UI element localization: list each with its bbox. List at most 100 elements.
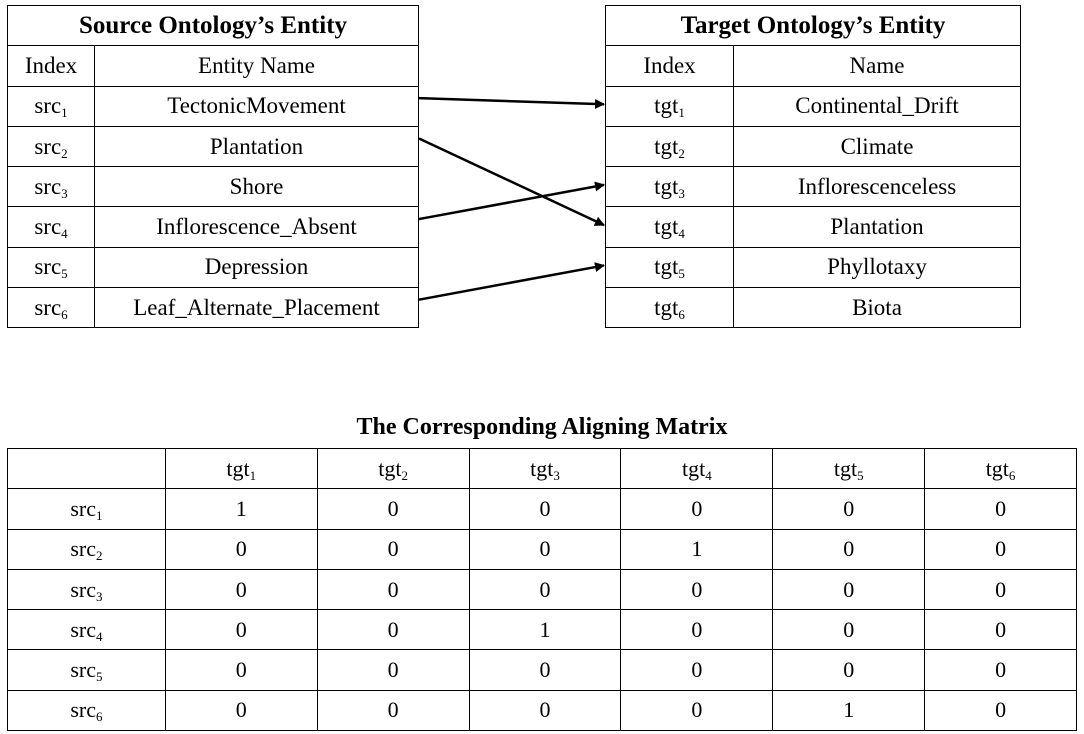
matrix-cell: 0 xyxy=(772,649,926,691)
target-name-header: Name xyxy=(733,45,1021,87)
matrix-col-header: tgt3 xyxy=(468,447,622,490)
matrix-cell: 0 xyxy=(164,649,318,691)
matrix-row: src2 0 0 0 1 0 0 xyxy=(7,528,1077,570)
target-name-cell: Plantation xyxy=(733,206,1021,248)
matrix-cell: 0 xyxy=(164,609,318,651)
matrix-cell: 0 xyxy=(164,528,318,570)
matrix-col-header: tgt6 xyxy=(924,447,1077,490)
matrix-cell: 0 xyxy=(924,568,1077,611)
target-index-cell: tgt2 xyxy=(605,125,734,168)
source-row: src2 Plantation xyxy=(7,125,419,168)
source-index-cell: src5 xyxy=(7,246,95,289)
target-index-cell: tgt5 xyxy=(605,246,734,289)
mapping-arrow xyxy=(418,181,605,221)
matrix-cell: 0 xyxy=(316,528,470,570)
matrix-cell: 1 xyxy=(772,689,926,732)
matrix-row: src6 0 0 0 0 1 0 xyxy=(7,689,1077,732)
matrix-cell: 0 xyxy=(468,649,622,691)
matrix-row: src3 0 0 0 0 0 0 xyxy=(7,568,1077,611)
source-table-title: Source Ontology’s Entity xyxy=(7,4,419,47)
matrix-cell: 1 xyxy=(620,528,774,570)
matrix-row-header: src6 xyxy=(7,689,166,732)
target-index-cell: tgt3 xyxy=(605,166,734,208)
matrix-cell: 0 xyxy=(164,568,318,611)
matrix-header-row: tgt1 tgt2 tgt3 tgt4 tgt5 tgt6 xyxy=(7,447,1077,490)
source-index-header: Index xyxy=(7,45,95,87)
matrix-cell: 0 xyxy=(620,689,774,732)
matrix-cell: 0 xyxy=(468,528,622,570)
target-index-cell: tgt6 xyxy=(605,287,734,329)
mapping-arrow xyxy=(418,262,605,301)
target-name-cell: Inflorescenceless xyxy=(733,166,1021,208)
source-index-cell: src6 xyxy=(7,287,95,329)
source-name-cell: Depression xyxy=(94,246,419,289)
matrix-row: src4 0 0 1 0 0 0 xyxy=(7,609,1077,651)
target-row: tgt3 Inflorescenceless xyxy=(605,166,1021,208)
target-table-title: Target Ontology’s Entity xyxy=(605,4,1021,47)
matrix-cell: 0 xyxy=(620,649,774,691)
target-name-cell: Phyllotaxy xyxy=(733,246,1021,289)
matrix-col-header: tgt2 xyxy=(316,447,470,490)
matrix-cell: 0 xyxy=(924,609,1077,651)
matrix-cell: 0 xyxy=(164,689,318,732)
source-index-cell: src3 xyxy=(7,166,95,208)
source-name-cell: Plantation xyxy=(94,125,419,168)
target-name-cell: Biota xyxy=(733,287,1021,329)
source-row: src5 Depression xyxy=(7,246,419,289)
matrix-cell: 0 xyxy=(316,649,470,691)
matrix-row-header: src1 xyxy=(7,488,166,530)
matrix-col-header: tgt1 xyxy=(164,447,318,490)
matrix-cell: 0 xyxy=(772,528,926,570)
matrix-corner-cell xyxy=(7,447,166,490)
target-row: tgt5 Phyllotaxy xyxy=(605,246,1021,289)
matrix-cell: 1 xyxy=(164,488,318,530)
source-index-cell: src4 xyxy=(7,206,95,248)
matrix-cell: 0 xyxy=(468,488,622,530)
source-row: src1 TectonicMovement xyxy=(7,85,419,127)
matrix-row-header: src5 xyxy=(7,649,166,691)
matrix-row-header: src2 xyxy=(7,528,166,570)
matrix-cell: 0 xyxy=(316,689,470,732)
source-name-cell: Inflorescence_Absent xyxy=(94,206,419,248)
target-index-header: Index xyxy=(605,45,734,87)
mapping-arrow xyxy=(418,137,605,227)
target-row: tgt4 Plantation xyxy=(605,206,1021,248)
matrix-cell: 0 xyxy=(620,568,774,611)
target-row: tgt2 Climate xyxy=(605,125,1021,168)
matrix-cell: 0 xyxy=(316,568,470,611)
target-entity-table: Target Ontology’s Entity Index Name tgt1… xyxy=(605,4,1021,329)
matrix-title: The Corresponding Aligning Matrix xyxy=(356,414,728,440)
matrix-cell: 0 xyxy=(468,568,622,611)
matrix-row-header: src4 xyxy=(7,609,166,651)
target-name-cell: Climate xyxy=(733,125,1021,168)
target-row: tgt1 Continental_Drift xyxy=(605,85,1021,127)
source-index-cell: src1 xyxy=(7,85,95,127)
matrix-cell: 1 xyxy=(468,609,622,651)
source-row: src6 Leaf_Alternate_Placement xyxy=(7,287,419,329)
source-entity-table: Source Ontology’s Entity Index Entity Na… xyxy=(7,4,419,329)
target-row: tgt6 Biota xyxy=(605,287,1021,329)
matrix-col-header: tgt5 xyxy=(772,447,926,490)
matrix-cell: 0 xyxy=(620,609,774,651)
source-row: src3 Shore xyxy=(7,166,419,208)
target-index-cell: tgt4 xyxy=(605,206,734,248)
matrix-cell: 0 xyxy=(316,488,470,530)
mapping-arrow xyxy=(418,96,605,109)
source-name-cell: TectonicMovement xyxy=(94,85,419,127)
matrix-cell: 0 xyxy=(316,609,470,651)
matrix-cell: 0 xyxy=(924,528,1077,570)
matrix-row: src1 1 0 0 0 0 0 xyxy=(7,488,1077,530)
source-name-header: Entity Name xyxy=(94,45,419,87)
source-name-cell: Leaf_Alternate_Placement xyxy=(94,287,419,329)
matrix-row-header: src3 xyxy=(7,568,166,611)
matrix-cell: 0 xyxy=(924,488,1077,530)
matrix-cell: 0 xyxy=(924,689,1077,732)
aligning-matrix-table: tgt1 tgt2 tgt3 tgt4 tgt5 tgt6 src1 1 0 0… xyxy=(7,447,1077,732)
matrix-cell: 0 xyxy=(924,649,1077,691)
matrix-cell: 0 xyxy=(772,488,926,530)
matrix-col-header: tgt4 xyxy=(620,447,774,490)
matrix-cell: 0 xyxy=(772,609,926,651)
matrix-row: src5 0 0 0 0 0 0 xyxy=(7,649,1077,691)
source-row: src4 Inflorescence_Absent xyxy=(7,206,419,248)
matrix-cell: 0 xyxy=(772,568,926,611)
